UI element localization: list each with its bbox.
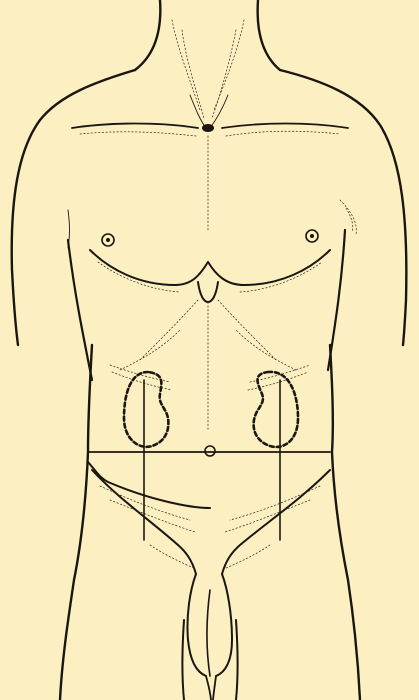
genital-lower-lines — [206, 676, 216, 700]
left-inner-arm-line — [68, 240, 92, 380]
left-pectoral-lower-edge — [90, 250, 208, 285]
genital-center-line — [207, 590, 210, 676]
left-body-outline — [60, 345, 92, 700]
right-pectoral-lower-edge — [208, 250, 330, 285]
left-inner-thigh-line — [183, 620, 185, 700]
left-groin-shading — [100, 486, 195, 568]
left-nipple — [102, 234, 114, 246]
neck-outline-left — [135, 0, 160, 70]
right-groin-shading — [225, 486, 320, 568]
xiphoid-process — [198, 282, 218, 302]
left-flank-shading — [110, 365, 172, 390]
right-body-outline — [330, 345, 360, 700]
left-costal-margin — [120, 300, 198, 370]
right-inguinal-line — [222, 470, 330, 574]
left-clavicle — [72, 124, 198, 129]
left-shoulder-arm-outline — [12, 70, 135, 345]
right-inner-thigh-line — [236, 620, 238, 700]
right-kidney-outline — [254, 372, 298, 447]
right-armpit-hatching — [340, 200, 356, 234]
neck-muscle-hatching — [172, 20, 244, 118]
umbilicus — [205, 446, 215, 456]
right-shoulder-arm-outline — [280, 70, 406, 345]
left-kidney-outline — [124, 372, 168, 447]
right-costal-margin — [218, 300, 296, 370]
neck-tendons — [190, 95, 228, 128]
right-nipple — [306, 230, 318, 242]
genital-outline-left — [187, 574, 206, 676]
right-clavicle — [222, 124, 348, 129]
clavicle-shading — [80, 131, 340, 136]
right-flank-shading — [248, 365, 310, 390]
neck-outline-right — [258, 0, 280, 70]
genital-outline-right — [216, 574, 232, 676]
sternal-notch — [202, 124, 214, 132]
